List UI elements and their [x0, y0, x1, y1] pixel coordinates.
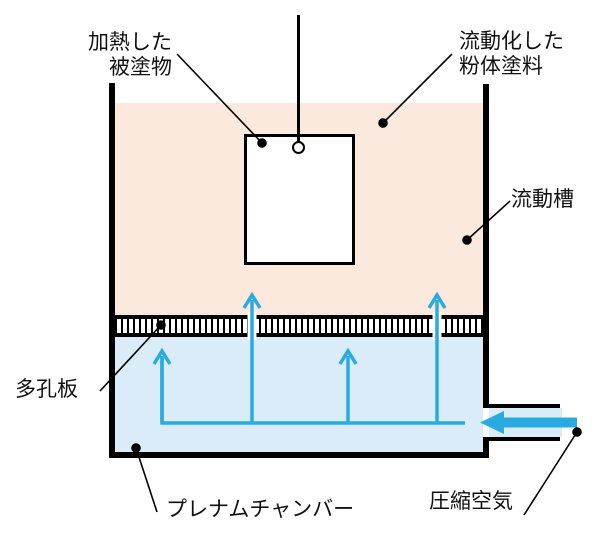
- leader-compressed-air: [523, 431, 578, 516]
- air-flow-arrows: [152, 291, 465, 425]
- plate-clearance: [247, 312, 442, 340]
- inlet-pipe-wall-bottom: [484, 437, 560, 441]
- label-heated-object: 加熱した 被塗物: [88, 31, 172, 79]
- air-manifold-line: [160, 357, 465, 425]
- hanger-rod: [297, 15, 300, 142]
- label-fluidizing-tank: 流動槽: [511, 188, 574, 211]
- plenum-chamber-region: [115, 337, 483, 452]
- leader-heated-object: [176, 53, 263, 144]
- tank-wall-right-upper: [483, 84, 489, 408]
- leader-dot-compressed-air: [572, 427, 582, 437]
- leader-dot-perforated-plate: [156, 320, 166, 330]
- leader-lines: [99, 53, 582, 516]
- leader-dot-fluidizing-tank: [462, 235, 472, 245]
- leader-fluidized-powder: [382, 53, 453, 124]
- tank-wall-bottom: [109, 452, 489, 458]
- label-fluidized-powder: 流動化した 粉体塗料: [459, 30, 564, 78]
- tank-wall-right-lower: [483, 437, 489, 458]
- hanger-hook-ring-icon: [292, 141, 305, 154]
- label-compressed-air: 圧縮空気: [429, 490, 513, 513]
- leader-dot-fluidized-powder: [378, 118, 388, 128]
- leader-perforated-plate: [99, 324, 162, 392]
- leader-dot-plenum-chamber: [131, 443, 141, 453]
- label-plenum-chamber: プレナムチャンバー: [166, 498, 355, 521]
- compressed-air-arrow-icon: [480, 411, 577, 434]
- flow-arrow-head-2: [242, 291, 262, 309]
- flow-arrow-head-3: [338, 347, 358, 365]
- perforated-plate-strip: [115, 315, 483, 337]
- tank-wall-left: [109, 83, 115, 458]
- leader-fluidizing-tank: [466, 200, 511, 241]
- leader-plenum-chamber: [135, 447, 158, 513]
- label-perforated-plate: 多孔板: [15, 378, 78, 401]
- leader-dot-heated-object: [257, 138, 267, 148]
- inlet-pipe-wall-top: [484, 404, 560, 408]
- flow-arrow-head-1: [152, 347, 172, 365]
- flow-arrow-head-4: [427, 291, 447, 309]
